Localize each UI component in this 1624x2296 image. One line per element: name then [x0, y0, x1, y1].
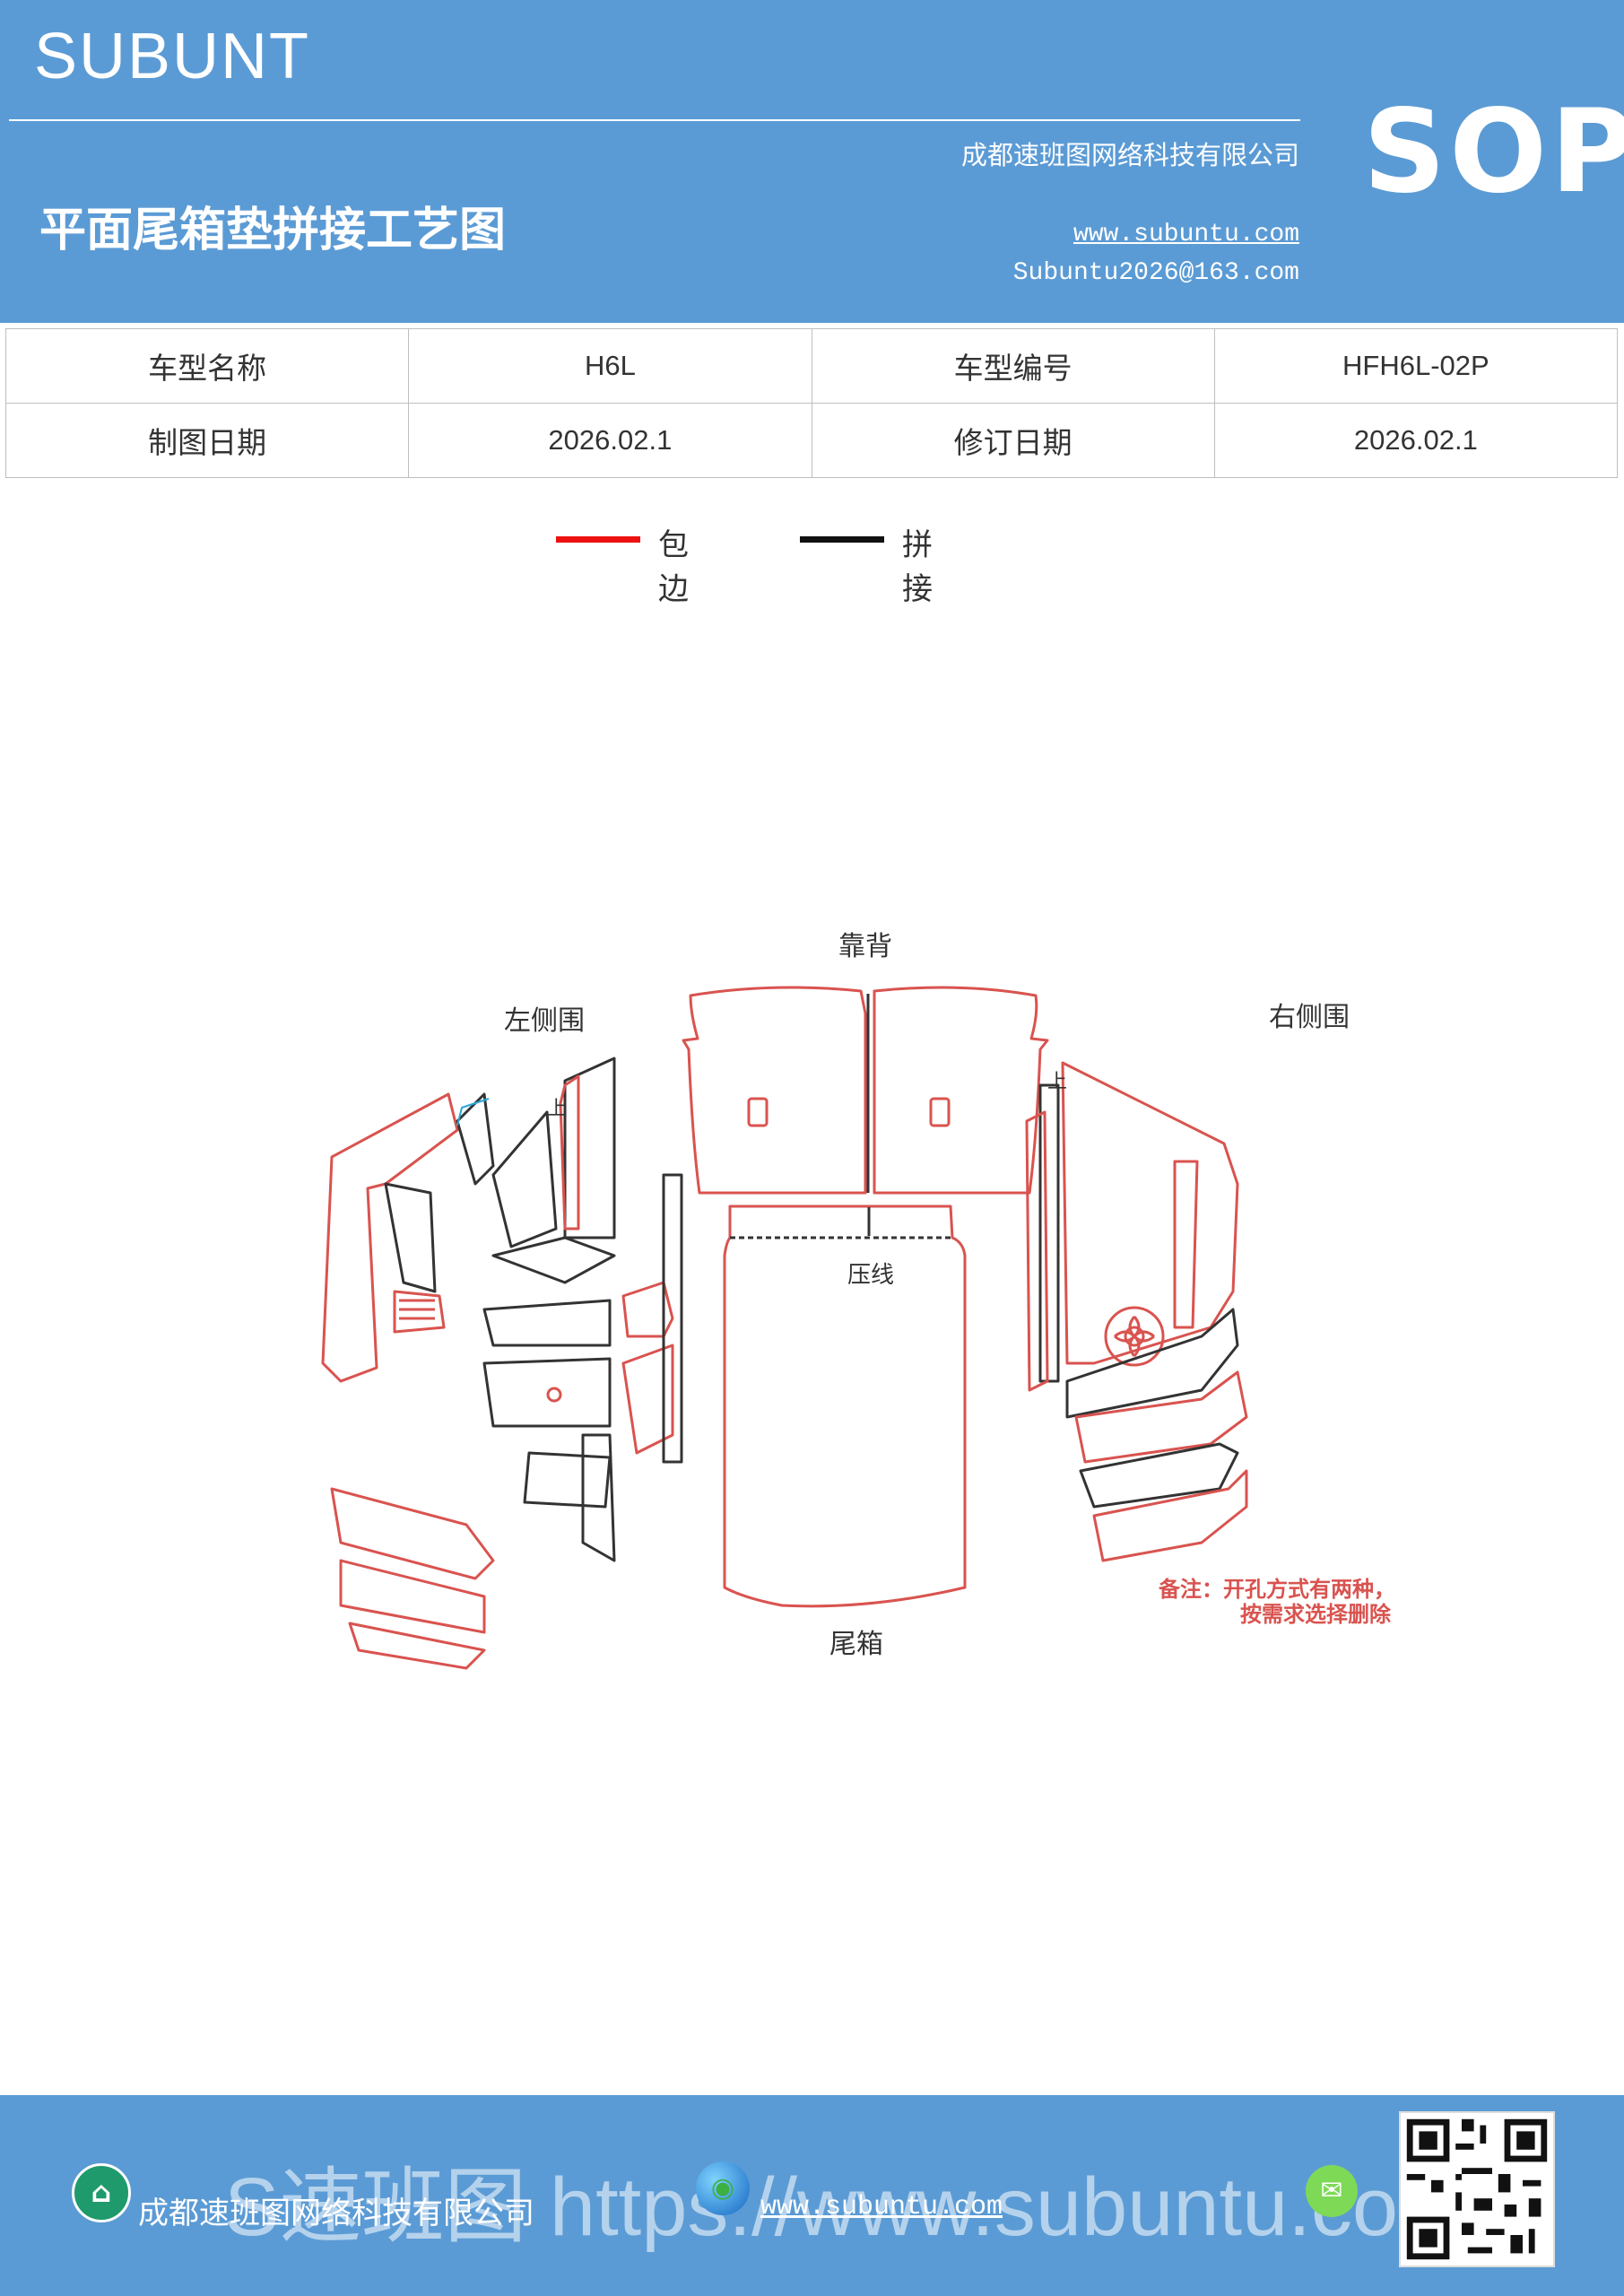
- label-up-left: 上: [547, 1098, 567, 1120]
- backrest-panels: [682, 986, 1049, 1195]
- table-row: 制图日期 2026.02.1 修订日期 2026.02.1: [4, 403, 1619, 478]
- value-model-name: H6L: [408, 328, 812, 404]
- wechat-icon[interactable]: ✉: [1306, 2165, 1358, 2217]
- label-backrest: 靠背: [838, 931, 892, 962]
- value-revision-date: 2026.02.1: [1213, 403, 1619, 478]
- label-revision-date: 修订日期: [811, 403, 1215, 478]
- label-model-code: 车型编号: [811, 328, 1215, 404]
- legend-edge-line: [556, 536, 640, 543]
- label-model-name: 车型名称: [4, 328, 410, 404]
- table-row: 车型名称 H6L 车型编号 HFH6L-02P: [4, 328, 1619, 404]
- vehicle-info-table: 车型名称 H6L 车型编号 HFH6L-02P 制图日期 2026.02.1 修…: [4, 328, 1619, 478]
- label-left-side: 左侧围: [504, 1005, 585, 1037]
- qr-code-image: [1399, 2111, 1555, 2267]
- note-line-1: 备注：开孔方式有两种，: [1158, 1577, 1395, 1602]
- footer-watermark: S速班图 https://www.subuntu.com: [224, 2161, 1467, 2253]
- vent-hole-icon: [1104, 1306, 1165, 1367]
- label-trunk: 尾箱: [829, 1629, 883, 1660]
- label-up-right: 上: [1047, 1071, 1067, 1093]
- brand-logo-text: SUBUNT: [34, 21, 311, 92]
- legend-seam-line: [800, 536, 884, 543]
- value-model-code: HFH6L-02P: [1213, 328, 1619, 404]
- label-press-line: 压线: [847, 1262, 894, 1289]
- right-side-panels: [1025, 1061, 1248, 1562]
- document-title: 平面尾箱垫拼接工艺图: [39, 204, 507, 257]
- email-address[interactable]: Subuntu2026@163.com: [1012, 259, 1299, 287]
- trunk-floor: [723, 1205, 967, 1608]
- value-draw-date: 2026.02.1: [408, 403, 812, 478]
- left-side-panels: [321, 1057, 683, 1670]
- footer-website-link[interactable]: www.subuntu.com: [760, 2192, 1003, 2222]
- label-draw-date: 制图日期: [4, 403, 410, 478]
- company-name: 成都速班图网络科技有限公司: [960, 140, 1299, 170]
- company-building-icon: ⌂: [72, 2163, 131, 2222]
- sop-badge: SOP: [1363, 85, 1624, 219]
- footer-company-name: 成都速班图网络科技有限公司: [138, 2196, 534, 2231]
- label-right-side: 右侧围: [1269, 1002, 1350, 1033]
- website-link[interactable]: www.subuntu.com: [1073, 221, 1299, 248]
- header-banner: SUBUNT 平面尾箱垫拼接工艺图 成都速班图网络科技有限公司 www.subu…: [0, 0, 1624, 323]
- legend-seam-label: 拼接: [902, 527, 933, 607]
- header-divider: [9, 119, 1300, 121]
- note-line-2: 按需求选择删除: [1240, 1602, 1392, 1627]
- legend-edge-label: 包边: [658, 527, 689, 607]
- trunk-mat-diagram: 靠背 左侧围 右侧围 压线 尾箱 上 上 备注：开孔方式有两种， 按需求选择删除: [321, 931, 1395, 1670]
- footer-banner: ⌂ 成都速班图网络科技有限公司 S速班图 https://www.subuntu…: [0, 2095, 1624, 2296]
- globe-icon: ◉: [696, 2161, 750, 2215]
